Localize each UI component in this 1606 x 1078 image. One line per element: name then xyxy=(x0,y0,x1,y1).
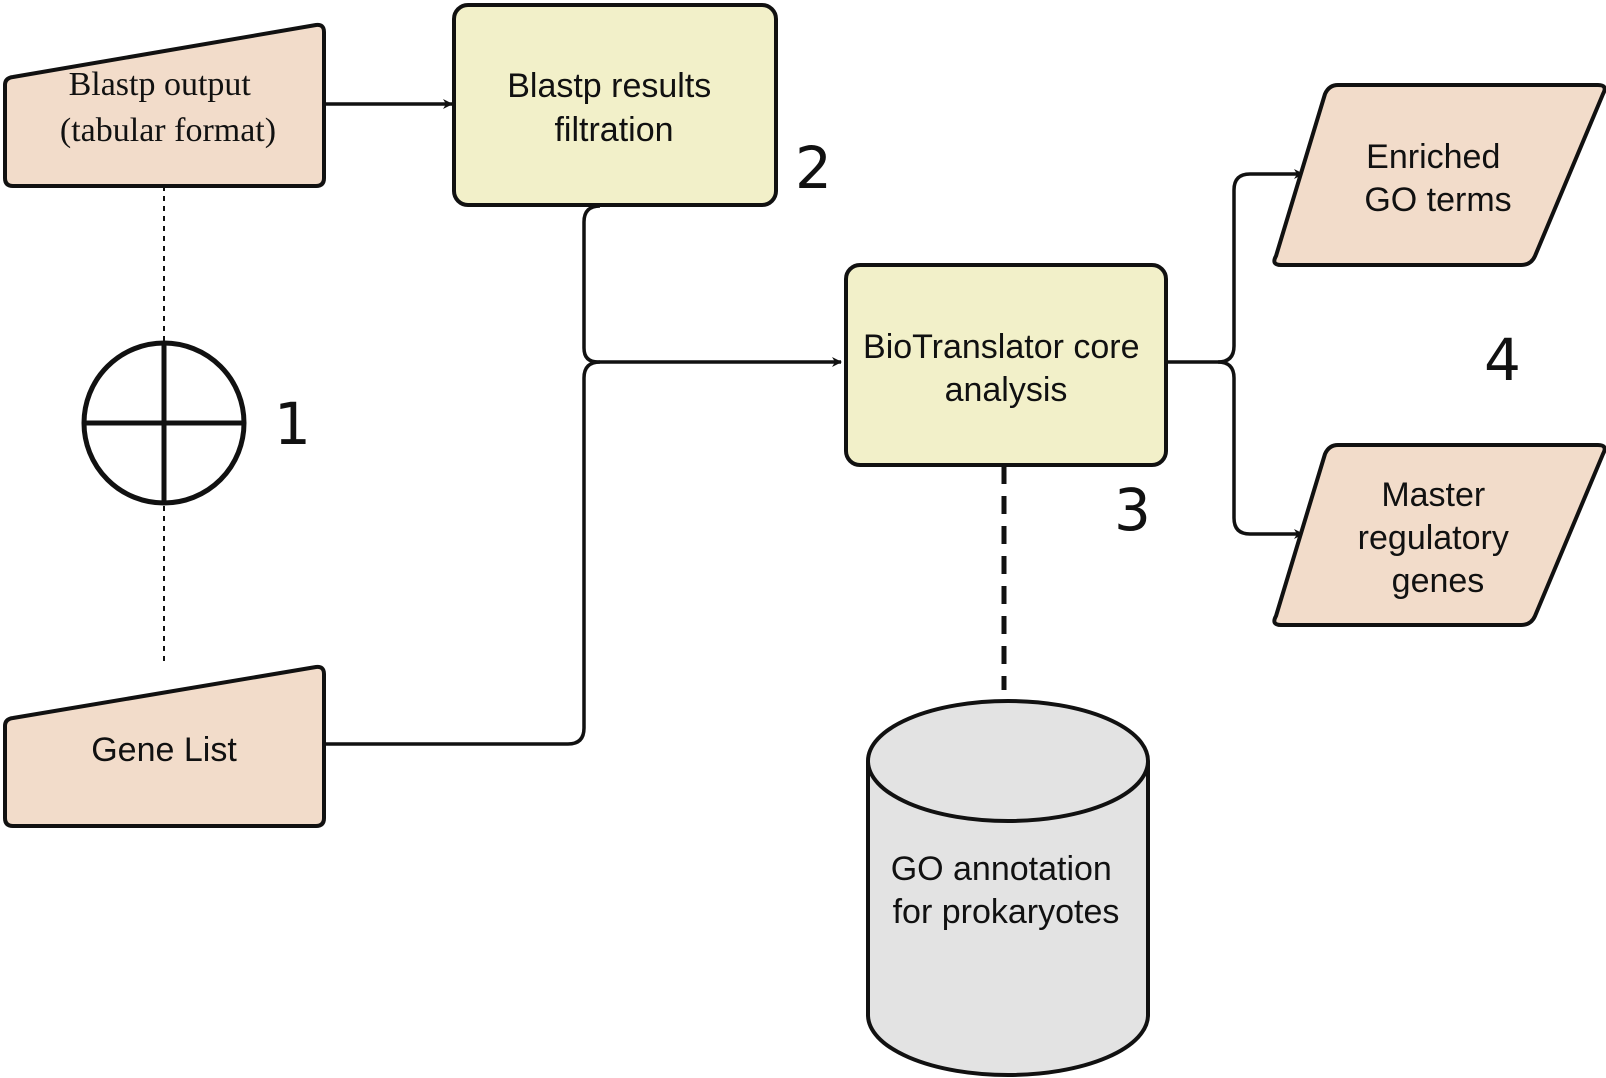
step-number-4: 4 xyxy=(1484,326,1521,394)
master-genes-shape xyxy=(1272,443,1606,627)
blastp-output-node: Blastp output (tabular format) xyxy=(3,22,326,188)
edge-filtration-to-core xyxy=(582,204,842,367)
svg-text:Gene List: Gene List xyxy=(91,731,237,769)
svg-text:Master regulatory: Master regulatory genes xyxy=(1358,476,1519,600)
blastp-output-label-line1: Blastp output xyxy=(69,66,252,103)
gene-list-label: Gene List xyxy=(91,731,237,769)
circle-cross-icon xyxy=(81,340,247,506)
filtration-box xyxy=(452,3,778,207)
enriched-go-node: Enriched GO terms xyxy=(1272,83,1606,267)
database-cylinder-rim xyxy=(866,760,1150,823)
go-annotation-label-line1: GO annotation xyxy=(891,850,1112,888)
svg-text:GO annotation for prokar: GO annotation for prokaryotes xyxy=(891,850,1122,931)
step-number-3: 3 xyxy=(1114,476,1151,544)
svg-text:Blastp results filtratio: Blastp results filtration xyxy=(507,67,721,149)
edge-core-to-master xyxy=(1217,360,1304,539)
step-number-1: 1 xyxy=(274,390,311,458)
enriched-go-shape xyxy=(1272,83,1606,267)
master-genes-label-line3: genes xyxy=(1392,562,1485,600)
filtration-node: Blastp results filtration xyxy=(452,3,778,207)
core-analysis-box xyxy=(844,263,1168,467)
core-analysis-label-line2: analysis xyxy=(945,371,1068,409)
edge-core-to-enriched xyxy=(1164,169,1304,364)
go-annotation-label-line2: for prokaryotes xyxy=(893,893,1120,931)
svg-text:Blastp output (tabular f: Blastp output (tabular format) xyxy=(60,66,276,149)
filtration-label-line1: Blastp results xyxy=(507,67,711,105)
svg-text:BioTranslator core analy: BioTranslator core analysis xyxy=(863,328,1149,409)
svg-text:Enriched GO terms: Enriched GO terms xyxy=(1364,138,1511,219)
blastp-output-shape xyxy=(3,22,326,188)
master-genes-label-line2: regulatory xyxy=(1358,519,1509,557)
master-genes-node: Master regulatory genes xyxy=(1272,443,1606,627)
filtration-label-line2: filtration xyxy=(554,111,673,149)
gene-list-node: Gene List xyxy=(3,664,326,828)
enriched-go-label-line1: Enriched xyxy=(1366,138,1500,176)
go-annotation-database: GO annotation for prokaryotes xyxy=(866,699,1150,1077)
enriched-go-label-line2: GO terms xyxy=(1364,181,1511,219)
core-analysis-label-line1: BioTranslator core xyxy=(863,328,1140,366)
core-analysis-node: BioTranslator core analysis xyxy=(844,263,1168,467)
step-number-2: 2 xyxy=(795,134,832,202)
edge-genelist-to-core xyxy=(322,360,601,746)
blastp-output-label-line2: (tabular format) xyxy=(60,112,276,149)
master-genes-label-line1: Master xyxy=(1381,476,1485,514)
database-cylinder-body xyxy=(866,699,1150,1077)
gene-list-shape xyxy=(3,664,326,828)
